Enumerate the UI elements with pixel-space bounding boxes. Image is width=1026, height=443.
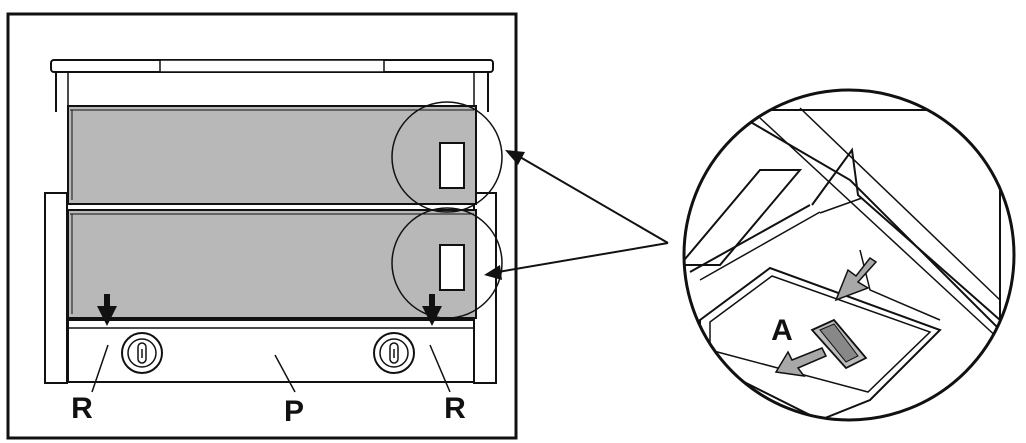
canopy-top-slot xyxy=(159,59,385,73)
pointer-arrow-icon xyxy=(484,150,669,280)
label-r-left: R xyxy=(71,392,93,425)
label-p: P xyxy=(284,395,304,428)
upper-filter xyxy=(67,105,477,205)
magnified-detail: A xyxy=(682,88,1016,422)
push-arrow-icon xyxy=(834,256,878,302)
pull-arrow-icon xyxy=(774,347,828,377)
lower-filter-handle xyxy=(439,244,465,291)
detail-callout-circle xyxy=(391,101,503,213)
lower-filter xyxy=(67,209,477,319)
label-a: A xyxy=(771,314,793,347)
label-r-right: R xyxy=(444,392,466,425)
lock-knob-icon xyxy=(121,332,163,374)
left-side-post xyxy=(44,192,68,384)
right-side-post xyxy=(473,192,497,384)
view-frame xyxy=(6,12,518,440)
detail-callout-circle xyxy=(391,207,503,319)
down-arrow-icon xyxy=(97,294,117,326)
upper-filter-handle xyxy=(439,142,465,189)
magnifier-ring xyxy=(682,88,1016,422)
front-view: R P R xyxy=(6,12,518,440)
lock-knob-icon xyxy=(373,332,415,374)
